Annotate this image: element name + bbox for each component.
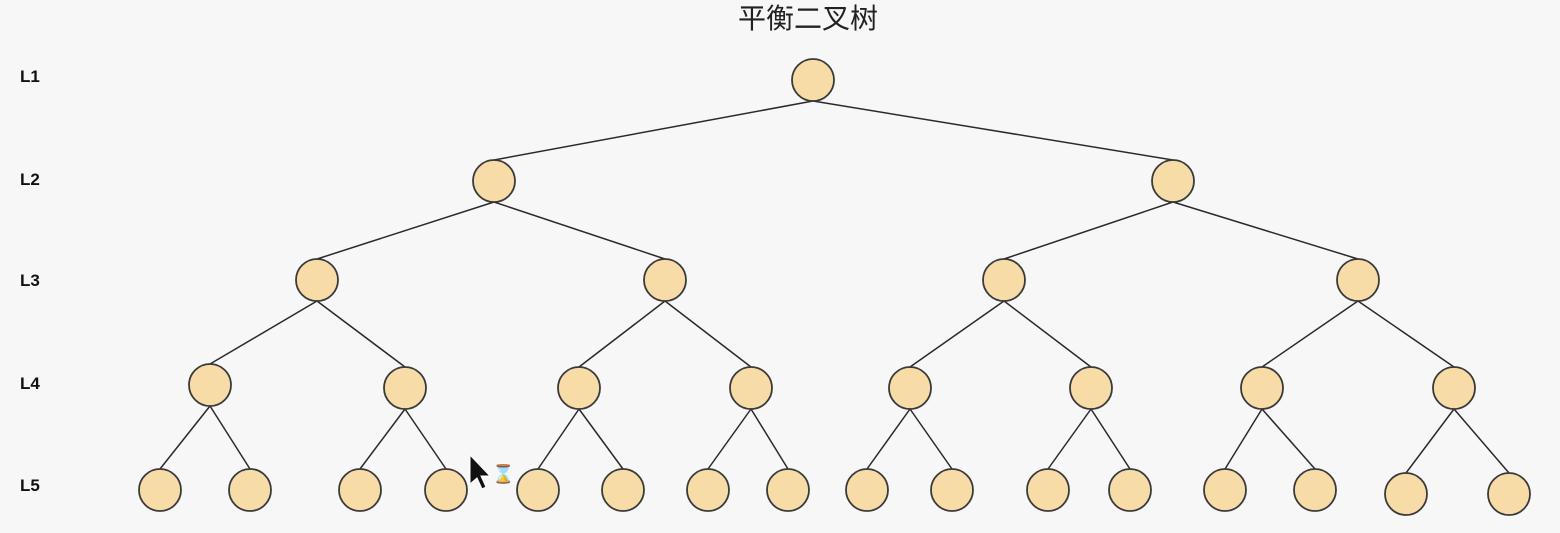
tree-edge-l4-6-to-l5-11	[1047, 408, 1092, 470]
tree-edge-l4-4-to-l5-7	[707, 408, 752, 470]
tree-node-l4-1	[188, 363, 232, 407]
tree-edge-l1-1-to-l2-2	[812, 100, 1174, 161]
tree-node-l4-5	[888, 366, 932, 410]
hourglass-icon: ⌛	[492, 463, 514, 485]
tree-node-l5-16	[1487, 472, 1531, 516]
tree-node-l5-11	[1026, 468, 1070, 512]
tree-node-l3-3	[982, 258, 1026, 302]
tree-edge-l4-1-to-l5-1	[159, 405, 211, 470]
tree-edge-l2-1-to-l3-1	[316, 201, 495, 260]
tree-edge-l2-1-to-l3-2	[493, 201, 666, 260]
tree-node-l5-9	[845, 468, 889, 512]
tree-node-l2-1	[472, 159, 516, 203]
tree-edge-l4-7-to-l5-13	[1224, 408, 1263, 470]
tree-edge-l3-2-to-l4-3	[578, 300, 666, 368]
tree-node-l5-7	[686, 468, 730, 512]
tree-edge-l3-4-to-l4-8	[1357, 300, 1455, 368]
tree-node-l4-4	[729, 366, 773, 410]
tree-edge-l3-4-to-l4-7	[1261, 300, 1359, 368]
tree-node-l4-8	[1432, 366, 1476, 410]
level-label-l5: L5	[20, 476, 40, 495]
tree-node-l3-1	[295, 258, 339, 302]
tree-node-l3-4	[1336, 258, 1380, 302]
tree-edge-l4-3-to-l5-5	[537, 408, 580, 470]
tree-edge-l4-4-to-l5-8	[750, 408, 789, 470]
tree-nodes	[138, 58, 1531, 516]
tree-node-l5-5	[516, 468, 560, 512]
tree-edge-l1-1-to-l2-1	[493, 100, 814, 161]
tree-node-l1-1	[791, 58, 835, 102]
tree-edge-l2-2-to-l3-3	[1003, 201, 1174, 260]
tree-node-l4-7	[1240, 366, 1284, 410]
tree-node-l2-2	[1151, 159, 1195, 203]
tree-node-l5-2	[228, 468, 272, 512]
tree-edge-l3-1-to-l4-2	[316, 300, 406, 368]
tree-node-l3-2	[643, 258, 687, 302]
tree-edge-l4-1-to-l5-2	[209, 405, 251, 470]
tree-edge-l4-8-to-l5-15	[1405, 408, 1455, 474]
mouse-pointer-arrow-icon	[469, 453, 492, 490]
diagram-title: 平衡二叉树	[738, 2, 878, 35]
tree-node-l5-12	[1108, 468, 1152, 512]
level-label-l1: L1	[20, 67, 40, 86]
tree-node-l5-15	[1384, 472, 1428, 516]
tree-edge-l4-8-to-l5-16	[1453, 408, 1510, 474]
tree-edge-l3-3-to-l4-5	[909, 300, 1005, 368]
tree-node-l5-14	[1293, 468, 1337, 512]
tree-edge-l4-5-to-l5-9	[866, 408, 911, 470]
tree-node-l5-13	[1203, 468, 1247, 512]
tree-edge-l4-6-to-l5-12	[1090, 408, 1131, 470]
tree-edge-l3-1-to-l4-1	[209, 300, 318, 365]
level-label-l2: L2	[20, 170, 40, 189]
tree-edge-l4-2-to-l5-4	[404, 408, 447, 470]
tree-edge-l4-5-to-l5-10	[909, 408, 953, 470]
tree-edge-l3-2-to-l4-4	[664, 300, 752, 368]
tree-node-l5-6	[601, 468, 645, 512]
tree-node-l4-6	[1069, 366, 1113, 410]
tree-node-l4-3	[557, 366, 601, 410]
level-label-l4: L4	[20, 374, 40, 393]
tree-edge-l4-3-to-l5-6	[578, 408, 624, 470]
tree-edge-l4-2-to-l5-3	[359, 408, 406, 470]
tree-edges	[159, 100, 1510, 474]
level-label-l3: L3	[20, 271, 40, 290]
tree-node-l4-2	[383, 366, 427, 410]
tree-node-l5-3	[338, 468, 382, 512]
tree-edge-l4-7-to-l5-14	[1261, 408, 1316, 470]
tree-edge-l3-3-to-l4-6	[1003, 300, 1092, 368]
tree-node-l5-10	[930, 468, 974, 512]
tree-node-l5-8	[766, 468, 810, 512]
tree-node-l5-4	[424, 468, 468, 512]
tree-node-l5-1	[138, 468, 182, 512]
level-labels: L1 L2 L3 L4 L5	[20, 67, 40, 495]
tree-edge-l2-2-to-l3-4	[1172, 201, 1359, 260]
